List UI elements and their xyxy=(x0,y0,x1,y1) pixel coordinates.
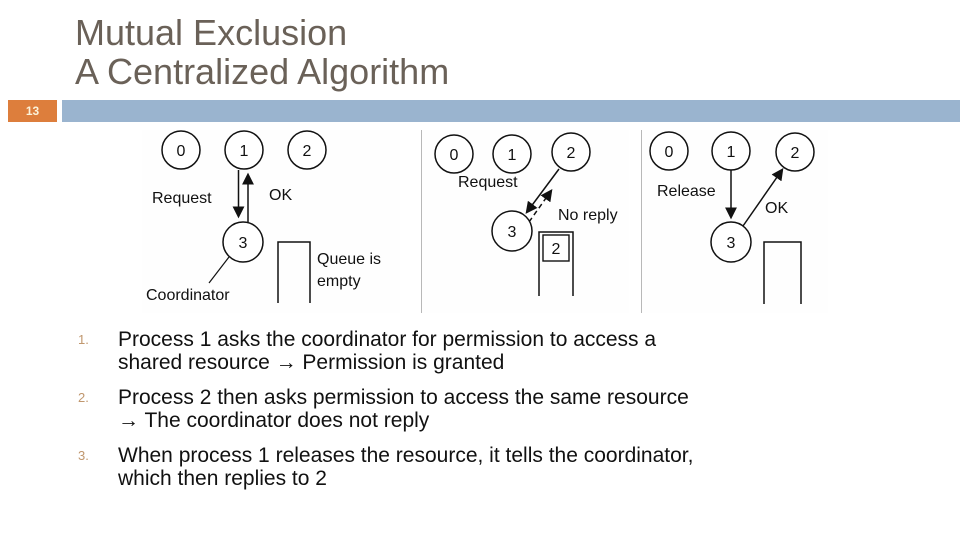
list-item-line: shared resource → Permission is granted xyxy=(118,351,505,374)
bullet-list: 1. Process 1 asks the coordinator for pe… xyxy=(78,328,868,502)
no-reply-dashed-arrow xyxy=(528,189,553,223)
list-item: 3. When process 1 releases the resource,… xyxy=(78,444,868,490)
list-item: 1. Process 1 asks the coordinator for pe… xyxy=(78,328,868,374)
diagram-3-svg: 0 1 2 Release 3 OK xyxy=(649,131,815,304)
process-node-0 xyxy=(649,131,689,171)
list-item: 2. Process 2 then asks permission to acc… xyxy=(78,386,868,432)
coordinator-digit: 3 xyxy=(239,235,248,252)
header-accent-bar xyxy=(62,100,960,122)
queue-empty-label-line2: empty xyxy=(317,273,361,290)
diagram-2-svg: 0 1 2 Request No reply 3 2 xyxy=(434,132,618,296)
list-item-text: When process 1 releases the resource, it… xyxy=(118,444,693,490)
queue-box xyxy=(763,241,802,304)
queue-entry-box xyxy=(542,234,570,262)
process-node-0 xyxy=(161,130,201,170)
list-item-text: Process 1 asks the coordinator for permi… xyxy=(118,328,656,374)
coordinator-node xyxy=(491,210,533,252)
queue-box xyxy=(538,231,574,296)
process-2-label: 2 xyxy=(303,143,312,160)
process-2-label: 2 xyxy=(567,145,576,162)
ok-label: OK xyxy=(765,200,788,217)
process-0-label: 0 xyxy=(177,143,186,160)
list-item-text: Process 2 then asks permission to access… xyxy=(118,386,689,432)
process-1-label: 1 xyxy=(240,143,249,160)
slide-title: Mutual Exclusion A Centralized Algorithm xyxy=(75,13,449,91)
coordinator-label: Coordinator xyxy=(146,287,230,304)
process-1-label: 1 xyxy=(727,144,736,161)
queue-entry-value: 2 xyxy=(552,241,561,258)
list-item-line: which then replies to 2 xyxy=(118,467,327,490)
request-label: Request xyxy=(458,174,518,191)
coordinator-node xyxy=(710,221,752,263)
list-item-line: When process 1 releases the resource, it… xyxy=(118,444,694,467)
queue-empty-label-line1: Queue is xyxy=(317,251,381,268)
ok-label: OK xyxy=(269,187,292,204)
diagram-panel-release: 0 1 2 Release 3 OK xyxy=(641,130,828,313)
process-node-1 xyxy=(492,134,532,174)
process-node-1 xyxy=(224,130,264,170)
list-item-line: Process 2 then asks permission to access… xyxy=(118,386,689,409)
list-item-line: Process 1 asks the coordinator for permi… xyxy=(118,328,657,351)
list-item-number: 2. xyxy=(78,390,89,405)
diagram-panel-request-granted: 0 1 2 Request OK 3 Coordinator Queue is … xyxy=(142,130,400,313)
page-number-badge: 13 xyxy=(8,100,57,122)
list-item-number: 1. xyxy=(78,332,89,347)
diagram-1-svg: 0 1 2 Request OK 3 Coordinator Queue is … xyxy=(146,130,381,304)
ok-arrow xyxy=(742,168,784,227)
process-node-2 xyxy=(287,130,327,170)
no-reply-label: No reply xyxy=(558,207,618,224)
process-2-label: 2 xyxy=(791,145,800,162)
slide-title-line2: A Centralized Algorithm xyxy=(75,51,450,92)
list-item-number: 3. xyxy=(78,448,89,463)
coordinator-pointer-line xyxy=(208,256,230,284)
process-1-label: 1 xyxy=(508,147,517,164)
list-item-line: → The coordinator does not reply xyxy=(118,409,430,432)
coordinator-node xyxy=(222,221,264,263)
coordinator-digit: 3 xyxy=(508,224,517,241)
queue-box xyxy=(277,241,311,303)
diagram-panel-no-reply: 0 1 2 Request No reply 3 2 xyxy=(421,130,629,313)
process-node-2 xyxy=(775,132,815,172)
process-0-label: 0 xyxy=(450,147,459,164)
process-node-2 xyxy=(551,132,591,172)
page-number: 13 xyxy=(25,104,40,118)
release-label: Release xyxy=(657,183,716,200)
slide-title-line1: Mutual Exclusion xyxy=(75,12,348,53)
coordinator-digit: 3 xyxy=(727,235,736,252)
process-0-label: 0 xyxy=(665,144,674,161)
request-label: Request xyxy=(152,190,212,207)
process-node-0 xyxy=(434,134,474,174)
request-arrow xyxy=(525,168,560,214)
